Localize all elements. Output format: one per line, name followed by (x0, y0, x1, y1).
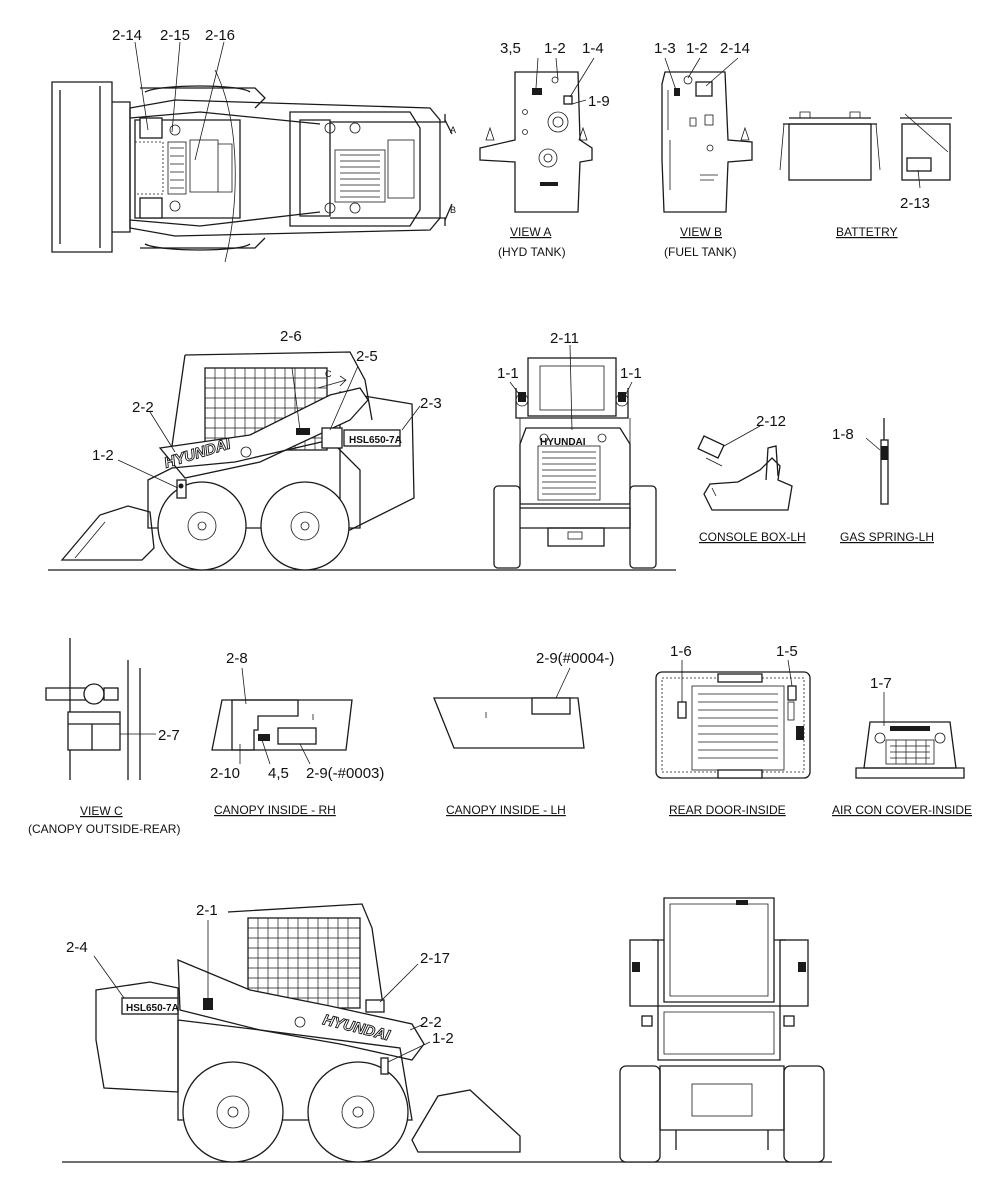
callout-bat-2-13: 2-13 (900, 195, 930, 212)
callout-bs-2-4: 2-4 (66, 939, 88, 956)
callout-gas-1-8: 1-8 (832, 426, 854, 443)
callout-front-1-1-left: 1-1 (497, 365, 519, 382)
callout-top-2-15: 2-15 (160, 27, 190, 44)
caption-battery: BATTETRY (836, 225, 898, 239)
callout-front-2-11: 2-11 (550, 330, 579, 347)
view-c-marker: C (325, 369, 332, 379)
callout-rh-4-5: 4,5 (268, 765, 289, 782)
callout-con-2-12: 2-12 (756, 413, 786, 430)
rear-view-drawing (619, 897, 825, 1163)
callout-bs-2-1: 2-1 (196, 902, 218, 919)
callout-rd-1-6: 1-6 (670, 643, 692, 660)
callout-side-2-5: 2-5 (356, 348, 378, 365)
model-badge-side-left: HSL650-7A (349, 435, 402, 446)
view-a-hyd-tank-drawing (479, 57, 595, 213)
callout-front-1-1-right: 1-1 (620, 365, 642, 382)
callout-side-2-3: 2-3 (420, 395, 442, 412)
callout-bs-2-2: 2-2 (420, 1014, 442, 1031)
caption-view-b: VIEW B (680, 225, 722, 239)
callout-va-1-2: 1-2 (544, 40, 566, 57)
view-a-marker: A (450, 125, 456, 135)
brand-front: HYUNDAI (540, 437, 586, 448)
battery-drawing (779, 111, 952, 189)
callout-va-1-9: 1-9 (588, 93, 610, 110)
rear-door-inside-drawing (655, 659, 811, 779)
canopy-inside-rh-drawing (211, 667, 353, 765)
callout-vb-1-3: 1-3 (654, 40, 676, 57)
callout-bs-2-17: 2-17 (420, 950, 450, 967)
console-box-drawing (697, 425, 793, 511)
callout-side-2-6: 2-6 (280, 328, 302, 345)
top-view-drawing: A B (51, 41, 456, 263)
caption-view-a-sub: (HYD TANK) (498, 245, 566, 259)
callout-va-1-4: 1-4 (582, 40, 604, 57)
view-b-marker: B (450, 205, 456, 215)
callout-ac-1-7: 1-7 (870, 675, 892, 692)
view-c-drawing (45, 638, 156, 780)
caption-rear-door: REAR DOOR-INSIDE (669, 803, 786, 817)
caption-gas-spring: GAS SPRING-LH (840, 530, 934, 544)
caption-view-a: VIEW A (510, 225, 551, 239)
callout-rh-2-8: 2-8 (226, 650, 248, 667)
callout-lh-2-9: 2-9(#0004-) (536, 650, 614, 667)
callout-side-1-2: 1-2 (92, 447, 114, 464)
callout-top-2-16: 2-16 (205, 27, 235, 44)
gas-spring-drawing (865, 418, 889, 505)
front-view-drawing (493, 344, 676, 571)
view-b-fuel-tank-drawing (661, 57, 753, 213)
side-view-left-drawing (48, 351, 520, 571)
callout-rh-2-10: 2-10 (210, 765, 240, 782)
callout-rd-1-5: 1-5 (776, 643, 798, 660)
model-badge-side-right: HSL650-7A (126, 1003, 179, 1014)
canopy-inside-lh-drawing (433, 667, 585, 749)
caption-view-c: VIEW C (80, 804, 123, 818)
callout-vb-1-2: 1-2 (686, 40, 708, 57)
side-view-right-drawing (62, 903, 832, 1163)
caption-view-c-sub: (CANOPY OUTSIDE-REAR) (28, 822, 180, 836)
callout-vb-2-14: 2-14 (720, 40, 750, 57)
aircon-cover-inside-drawing (855, 692, 965, 779)
callout-vc-2-7: 2-7 (158, 727, 180, 744)
caption-view-b-sub: (FUEL TANK) (664, 245, 736, 259)
callout-side-2-2: 2-2 (132, 399, 154, 416)
callout-va-3-5: 3,5 (500, 40, 521, 57)
callout-rh-2-9: 2-9(-#0003) (306, 765, 384, 782)
caption-console: CONSOLE BOX-LH (699, 530, 806, 544)
callout-top-2-14: 2-14 (112, 27, 142, 44)
callout-bs-1-2: 1-2 (432, 1030, 454, 1047)
caption-canopy-lh: CANOPY INSIDE - LH (446, 803, 566, 817)
caption-canopy-rh: CANOPY INSIDE - RH (214, 803, 336, 817)
caption-aircon: AIR CON COVER-INSIDE (832, 803, 972, 817)
